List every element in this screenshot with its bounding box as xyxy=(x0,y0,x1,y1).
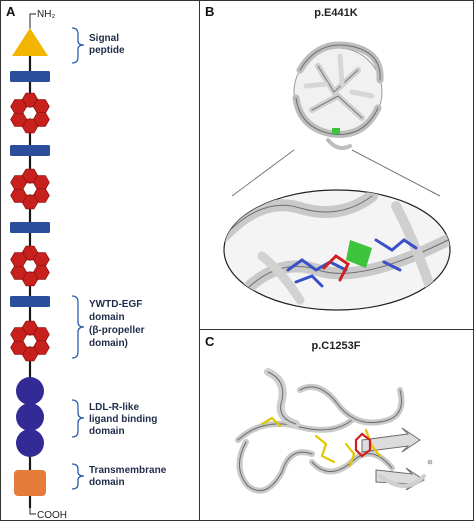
panel-b-letter: B xyxy=(205,4,214,19)
c-terminus-line xyxy=(29,500,36,515)
annotation-transmembrane: Transmembrane domain xyxy=(89,465,169,488)
panel-b-title: p.E441K xyxy=(314,7,357,19)
beta-propeller xyxy=(10,92,50,134)
mutation-zoom-view xyxy=(223,189,451,311)
propeller-blade xyxy=(10,99,28,114)
ywtd-egf-brace xyxy=(71,295,85,359)
panel-a: A NH₂ COOH Signal xyxy=(6,4,169,521)
egf-bar xyxy=(10,71,50,82)
propeller-center xyxy=(24,107,36,119)
propeller-ribbon-structure xyxy=(292,41,384,150)
propeller-blade xyxy=(32,252,50,267)
n-terminus-line xyxy=(29,13,36,34)
propeller-blade xyxy=(10,265,28,280)
propeller-blade xyxy=(10,252,28,267)
propeller-blade xyxy=(32,327,50,342)
annotation-ldl-domain: LDL-R-like ligand binding domain xyxy=(89,402,160,437)
zoom-line-right xyxy=(351,149,441,197)
propeller-center xyxy=(24,335,36,347)
n-terminus-label: NH₂ xyxy=(37,9,55,20)
egf-bar xyxy=(10,145,50,156)
propeller-blade xyxy=(10,327,28,342)
panel-c-title: p.C1253F xyxy=(312,340,361,352)
propeller-center xyxy=(24,260,36,272)
panel-c-letter: C xyxy=(205,334,215,349)
beta-propeller xyxy=(10,320,50,362)
annotation-signal-peptide: Signal peptide xyxy=(89,33,125,56)
annotation-ywtd-egf: YWTD-EGF domain (β-propeller domain) xyxy=(89,299,147,349)
ldl-repeat-circle xyxy=(16,377,44,405)
ldl-domain-brace xyxy=(71,399,85,438)
zoom-line-left xyxy=(231,149,295,197)
c-terminus-label: COOH xyxy=(37,510,67,521)
propeller-blade xyxy=(10,340,28,355)
ldl-repeat-circle xyxy=(16,429,44,457)
propeller-blade xyxy=(10,112,28,127)
propeller-blade xyxy=(10,188,28,203)
propeller-blade xyxy=(32,99,50,114)
propeller-blade xyxy=(10,175,28,190)
ldl-repeat-circle xyxy=(16,403,44,431)
transmembrane-block xyxy=(14,470,46,496)
panel-b: B p.E441K xyxy=(205,4,451,311)
egf-ribbon-structure xyxy=(235,368,433,494)
beta-propeller xyxy=(10,245,50,287)
signal-peptide-brace xyxy=(71,27,85,64)
propeller-center xyxy=(24,183,36,195)
signal-peptide-triangle xyxy=(12,28,48,56)
beta-propeller xyxy=(10,168,50,210)
panel-c: C p.C1253F xyxy=(205,334,433,494)
egf-bar xyxy=(10,222,50,233)
propeller-blade xyxy=(32,175,50,190)
egf-bar xyxy=(10,296,50,307)
panel-a-letter: A xyxy=(6,4,16,19)
transmembrane-brace xyxy=(71,463,85,490)
